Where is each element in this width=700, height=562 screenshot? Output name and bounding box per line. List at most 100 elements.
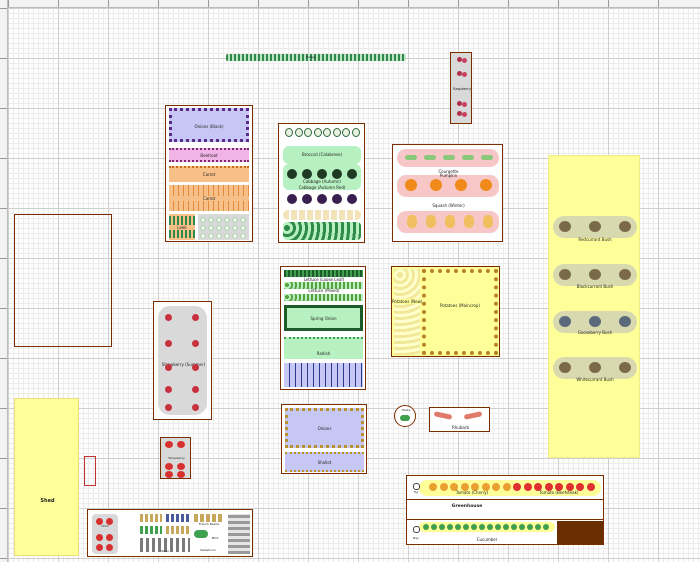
squash-bed[interactable]: Courgette Pumpkin Squash (Winter) (392, 144, 503, 242)
raspberry-icon (462, 102, 467, 107)
lettuce-loose-label: Lettuce (Loose Leaf) (303, 277, 345, 282)
tomato-icon (450, 483, 458, 491)
strawberry-bed[interactable]: Strawberry (Summer) (153, 301, 212, 420)
broccoli-icon (304, 128, 312, 137)
herb-row-f[interactable] (228, 514, 250, 554)
lettuce-icon (439, 524, 445, 530)
herb-row-d[interactable] (194, 530, 208, 538)
greenhouse-pot-2 (413, 526, 420, 533)
radish-label: Radish (316, 351, 331, 356)
herb-row-a[interactable] (194, 514, 224, 522)
greenhouse[interactable]: Tomato (Cherry) Tomato (Beefsteak) Fig G… (406, 475, 604, 545)
spring-onion-row[interactable]: Spring Onion (284, 305, 363, 331)
courgette-icon (481, 155, 493, 160)
potato-new-label: Potatoes (New) (392, 299, 423, 304)
tomato-icon (481, 483, 490, 491)
currant-bush-icon (619, 316, 631, 327)
brassica-bed[interactable]: Broccoli (Calabrese) Cabbage (Autumn) Ca… (278, 123, 365, 243)
lettuce-icon (535, 524, 541, 530)
root-veg-bed[interactable]: Onions (Black) Beetroot Carrot Carrot Le… (165, 105, 253, 242)
compost-bin[interactable] (84, 456, 96, 486)
herb-row-b[interactable] (140, 526, 162, 534)
tomato-icon (586, 483, 595, 491)
tomato-icon (565, 483, 574, 491)
salad-bed[interactable]: Lettuce (Loose Leaf) Lettuce (Mixed) Spr… (280, 266, 366, 390)
potato-main-row[interactable] (422, 269, 498, 355)
hedge-label: Hedge (306, 55, 316, 59)
brassica-lower-row[interactable] (283, 210, 361, 220)
carrot-row[interactable]: Carrot (169, 185, 249, 211)
currant-bush-icon (619, 269, 631, 280)
pumpkin-icon (405, 179, 417, 191)
herb-pot[interactable]: Herbs (394, 405, 416, 427)
strawberry-icon (165, 471, 173, 478)
currant-bush-icon (619, 221, 631, 232)
potato-new-row[interactable] (394, 269, 420, 355)
raspberry-icon (457, 57, 462, 62)
broccoli-icon (332, 128, 341, 137)
beetroot-row[interactable]: Beetroot (169, 148, 249, 162)
shed-label: Shed (40, 498, 55, 504)
chilli-label: Chilli (101, 524, 109, 528)
cabbage-icon (332, 194, 342, 204)
lettuce-mixed-row-a[interactable] (284, 282, 363, 289)
onion-row-b[interactable] (198, 214, 249, 240)
strawberry-icon (177, 441, 185, 448)
broccoli-row[interactable]: Broccoli (Calabrese) (283, 146, 361, 164)
herb-row-c[interactable] (166, 526, 190, 534)
radish-row[interactable]: Radish (284, 337, 363, 359)
tomato-icon (502, 483, 511, 491)
lettuce-loose-row[interactable] (284, 270, 363, 277)
squash-icon (445, 215, 455, 228)
strawberry-icon (96, 518, 103, 525)
french-bean-row[interactable] (140, 514, 162, 522)
potato-bed[interactable]: Potatoes (New) Potatoes (Maincrop) (391, 266, 500, 357)
fruit-area[interactable]: Redcurrant Bush Blackcurrant Bush Gooseb… (548, 155, 640, 458)
broccoli-icon (351, 128, 360, 137)
lettuce-mixed-row-b[interactable] (284, 294, 363, 301)
garlic-row[interactable] (284, 363, 363, 387)
onion-row[interactable]: Onions (Black) (169, 108, 249, 142)
left-ruler (0, 0, 8, 562)
carrot-row-top[interactable]: Carrot (169, 166, 249, 182)
cabbage-icon (317, 194, 327, 204)
sweetcorn-row[interactable] (166, 514, 190, 522)
shallot-label: Shallot (317, 460, 332, 465)
herb-row-e[interactable] (140, 538, 190, 552)
greenhouse-label: Greenhouse (451, 504, 483, 509)
hedge-row[interactable]: Hedge (226, 54, 406, 61)
greenhouse-pot-1 (413, 483, 420, 490)
french-bean-label: French Beans (198, 522, 220, 526)
lettuce-icon (519, 524, 525, 530)
leek-row-a[interactable]: Leek (169, 214, 195, 240)
tomato-icon (471, 483, 479, 491)
raspberry-icon (462, 112, 467, 117)
strawberry-small-bed[interactable]: Strawberry (160, 437, 191, 479)
bay-label: Bay (413, 536, 419, 540)
cabbage-icon (332, 169, 342, 179)
herb-bed[interactable]: Chilli French Beans Mint Basil Sweetcorn (87, 509, 253, 557)
currant-bush-icon (559, 221, 571, 232)
raspberry-icon (457, 71, 462, 76)
shed[interactable]: Shed (14, 398, 79, 556)
strawberry-label: Strawberry (Summer) (161, 362, 206, 367)
shallot-row[interactable]: Shallot (285, 452, 364, 472)
onion-row-lower[interactable]: Onions (285, 408, 364, 448)
lettuce-icon (471, 524, 477, 530)
strawberry-icon (192, 340, 199, 347)
lettuce-icon (487, 524, 493, 530)
lettuce-icon (447, 524, 453, 530)
strawberry-icon (165, 364, 172, 371)
strawberry-row[interactable] (158, 306, 207, 415)
broccoli-label: Broccoli (Calabrese) (301, 152, 343, 157)
greenhouse-staging[interactable] (557, 521, 603, 544)
pumpkin-row[interactable] (397, 175, 499, 197)
empty-bed[interactable] (14, 214, 112, 347)
rhubarb-bed[interactable]: Rhubarb (429, 407, 490, 432)
rhubarb-icon-2 (463, 411, 483, 420)
raspberry-bed[interactable]: Raspberry (450, 52, 472, 124)
brassica-bottom-row[interactable] (283, 222, 361, 240)
onion-bed-lower[interactable]: Onions Shallot (281, 404, 367, 474)
mint-label: Mint (211, 536, 219, 540)
